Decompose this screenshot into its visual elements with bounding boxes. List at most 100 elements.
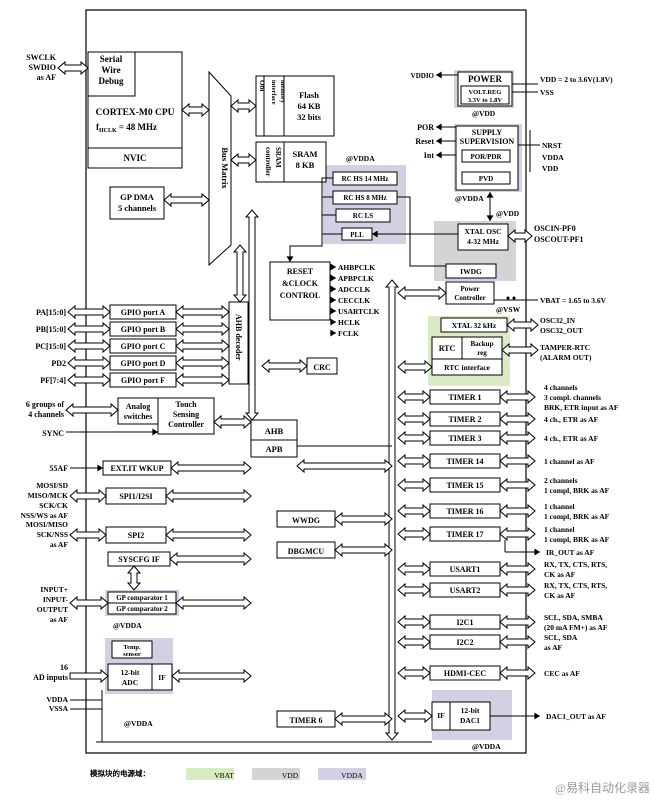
sram-controller-label: SRAM [274,147,282,168]
xtal-osc-label: 4-32 MHz [467,237,500,246]
gp-dma-label: 5 channels [118,203,157,213]
osc32-arrow [506,317,539,333]
comparator-apb-arrow [175,595,252,611]
power-controller-label: Controller [454,294,485,302]
osc32-out-label: OSC32_OUT [540,326,583,335]
gp-dma-box [109,186,165,220]
ahb-decoder-bus-arrow [232,244,248,303]
touch-sensing-label: Sensing [173,410,199,419]
arrow-head [534,548,540,556]
reset-label: Reset [415,137,434,146]
adc-label: 12-bit [121,668,140,677]
arrow-head [436,137,442,145]
peripheral-apb-arrow [397,477,431,493]
syscfg-apb-arrow [169,551,252,567]
peripheral-pin-desc: as AF [544,643,563,652]
apb-peripheral-bus [384,279,400,741]
vss-label: VSS [540,88,554,97]
rtc-interface-label: RTC interface [444,363,490,372]
peripheral-pin-arrow [499,503,536,519]
spi2-pin-label: SCK/NSS [37,530,68,539]
peripheral-pin-arrow [499,411,536,427]
tamper-arrow [501,342,539,358]
por-pdr-label: POR/PDR [470,153,502,161]
peripheral-label: TIMER 3 [448,434,481,443]
cpu-frequency-label: fHCLK = 48 MHz [96,122,157,134]
serial-wire-debug-label: Serial [100,54,123,64]
ir-out-label: IR_OUT as AF [546,548,595,557]
arrow-head [330,274,336,282]
tsc-ahb-arrow [213,414,252,430]
volt-reg-label: VOLT.REG [469,89,502,96]
peripheral-pin-arrow [499,389,536,405]
gpio-port-label: GPIO port D [121,359,166,368]
legend-vdd-swatch [252,768,300,780]
gpio-pin-label: PF[7:4] [40,376,66,385]
por-pdr-box [461,149,511,163]
dbgmcu-label: DBGMCU [288,547,325,556]
peripheral-pin-desc: SCL, SDA [544,633,578,642]
gpio-pin-label: PC[15:0] [35,342,66,351]
reset-clock-box [269,261,331,321]
adc-vssa-pin-label: VSSA [49,704,69,713]
nrst-label: NRST [542,141,562,150]
peripheral-apb-arrow [397,411,431,427]
gpio-ahb-arrow [175,338,230,354]
peripheral-label: HDMI-CEC [444,669,486,678]
peripheral-pin-arrow [499,665,536,681]
touch-groups-label: 6 groups of [26,400,64,409]
gpio-ahb-arrow [175,304,230,320]
peripheral-pin-desc: RX, TX, CTS, RTS, [544,581,607,590]
peripheral-label: TIMER 2 [448,415,481,424]
serial-wire-debug-label: Debug [98,76,124,86]
adc-inputs-label: 16 [60,663,68,672]
spi1-apb-arrow [165,488,252,504]
osc-in-label: OSCIN-PF0 [534,224,576,233]
peripheral-apb-arrow [397,389,431,405]
adc-apb-arrow [171,668,252,684]
peripheral-pin-desc: 1 compl, BRK as AF [544,486,610,495]
bus-matrix [208,70,232,267]
peripheral-apb-arrow [397,503,431,519]
flash-label: 64 KB [298,101,321,111]
peripheral-pin-desc: CK as AF [544,591,576,600]
peripheral-label: TIMER 17 [446,530,483,539]
arrow-head [330,307,336,315]
adc-inputs-label: AD inputs [33,673,68,682]
gpio-pin-arrow [67,321,111,337]
arrow-head [330,285,336,293]
iwdg-box [445,263,497,279]
swd-arrow [57,60,89,76]
reset-clock-label: RESET [287,267,314,276]
swclk-label: as AF [37,73,56,82]
sram-box [283,141,327,183]
comparator-pin-label: INPUT- [43,595,69,604]
peripheral-pin-desc: 1 channel as AF [544,457,595,466]
adc-vdda-label: @VDDA [124,719,153,728]
power-controller-arrow [397,285,447,301]
arrow-head [330,318,336,326]
touch-groups-label: 4 channels [28,410,64,419]
flash-label: 32 bits [297,112,322,122]
sram-label: SRAM [292,149,317,159]
volt-reg-label: 3.3V to 1.8V [468,97,502,104]
legend-vbat-label: VBAT [214,771,234,780]
legend-vdda-label: VDDA [341,771,363,780]
rtc-apb-arrow [397,359,433,375]
dma-bus-arrow [163,192,210,208]
pvd-box [461,171,511,185]
peripheral-pin-desc: 1 compl, BRK as AF [544,512,610,521]
clock-output-label: CECCLK [338,296,370,305]
nvic-label: NVIC [123,153,146,163]
peripheral-pin-arrow [499,430,536,446]
adc-if-label: IF [158,673,166,682]
clock-output-label: HCLK [338,318,360,327]
peripheral-pin-arrow [499,477,536,493]
peripheral-apb-arrow [397,526,431,542]
rc-iwdg-line [397,196,446,267]
gpio-pin-label: PB[15:0] [36,325,67,334]
spi1-pin-arrow [69,488,107,504]
rcls-label: RC LS [353,212,374,220]
temp-sensor-label: sensor [123,651,141,658]
power-controller-label: Power [460,285,479,293]
